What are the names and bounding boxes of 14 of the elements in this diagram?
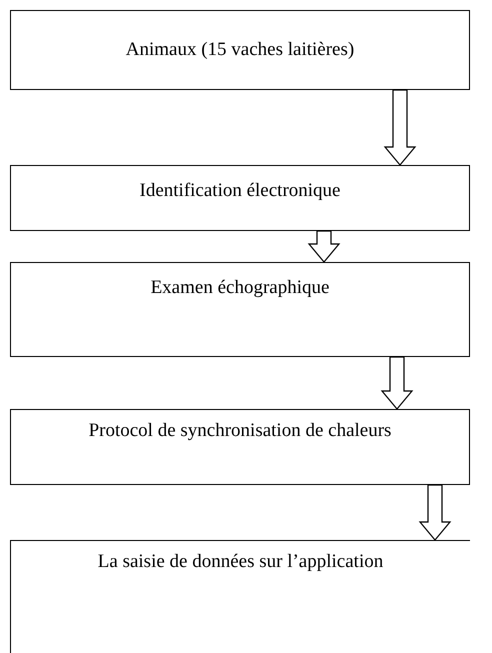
box-text: La saisie de données sur l’application	[96, 550, 384, 574]
block-arrow	[384, 89, 416, 166]
process-box	[10, 262, 470, 357]
block-arrow	[380, 356, 414, 410]
box-text: Animaux (15 vaches laitières)	[124, 38, 356, 62]
process-box	[10, 540, 470, 653]
process-box	[10, 165, 470, 231]
process-box	[10, 409, 470, 485]
box-text: Examen échographique	[150, 276, 330, 300]
process-box	[10, 10, 470, 90]
block-arrow	[308, 230, 340, 263]
box-text: Identification électronique	[138, 179, 342, 203]
block-arrow	[418, 484, 452, 541]
box-text: Protocol de synchronisation de chaleurs	[88, 419, 392, 443]
